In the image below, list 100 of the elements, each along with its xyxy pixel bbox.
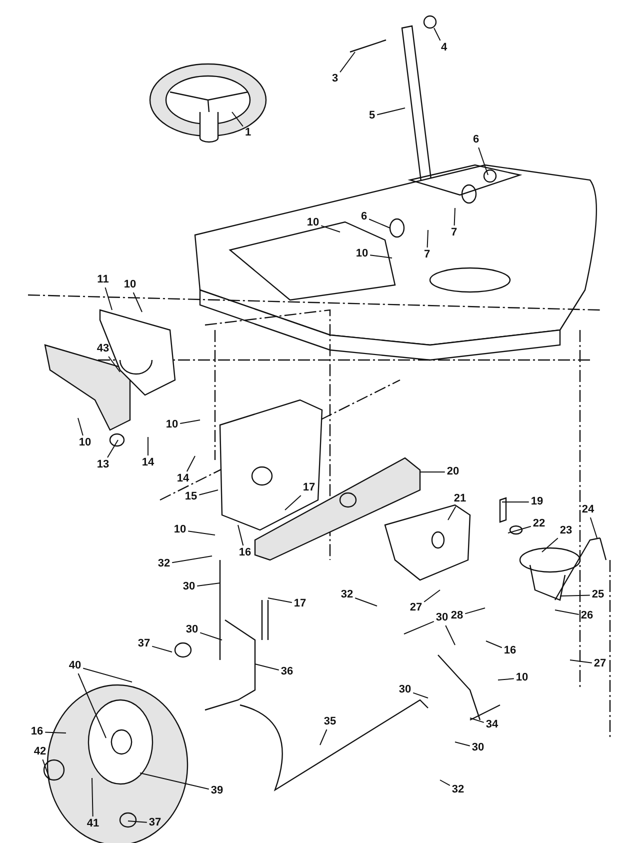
leader-line <box>128 820 148 823</box>
leader-line <box>107 440 118 458</box>
callout-number: 36 <box>280 666 294 678</box>
leader-line <box>448 506 456 520</box>
callout-number: 24 <box>580 504 596 516</box>
leader-line <box>440 780 450 786</box>
leader-line <box>42 759 50 780</box>
leader-line <box>508 526 532 534</box>
callout-number: 7 <box>422 248 432 262</box>
callout-number: 25 <box>590 588 606 602</box>
callout-number: 16 <box>502 644 518 658</box>
callout-number: 37 <box>148 816 162 830</box>
leader-line <box>590 517 598 538</box>
leader-line <box>198 490 218 496</box>
callout-number: 28 <box>450 610 464 622</box>
leader-line <box>180 420 200 424</box>
leader-line <box>254 664 280 670</box>
leader-line <box>368 218 390 228</box>
callout-number: 10 <box>172 524 188 536</box>
callout-number: 10 <box>306 216 320 230</box>
leader-line <box>412 692 428 698</box>
callout-number: 32 <box>156 558 172 570</box>
leader-line <box>200 632 222 640</box>
callout-number: 17 <box>292 598 308 610</box>
callout-number: 26 <box>580 610 594 622</box>
callout-number: 30 <box>470 742 486 754</box>
callout-number: 23 <box>558 524 574 538</box>
callout-number: 14 <box>176 472 190 486</box>
callout-number: 7 <box>450 226 458 240</box>
leader-line <box>196 582 220 586</box>
callout-number: 10 <box>78 436 92 450</box>
callout-number: 4 <box>440 42 448 54</box>
callout-number: 27 <box>592 658 608 670</box>
leader-line <box>78 673 106 738</box>
leader-line <box>92 778 94 817</box>
leader-line <box>498 678 514 680</box>
leader-line <box>188 530 216 536</box>
callout-number: 32 <box>450 784 466 796</box>
callout-number: 20 <box>446 466 460 478</box>
callout-number: 14 <box>140 456 156 470</box>
leader-line <box>376 108 406 116</box>
callout-number: 32 <box>340 588 354 602</box>
callout-number: 30 <box>398 684 412 696</box>
callout-number: 10 <box>164 418 180 432</box>
callout-number: 16 <box>238 546 252 560</box>
leader-line <box>320 729 328 746</box>
leader-line <box>340 52 356 73</box>
leader-line <box>434 28 441 41</box>
leader-line <box>486 640 502 648</box>
leader-line <box>454 208 456 226</box>
leader-line <box>370 254 392 258</box>
leader-line <box>445 625 456 646</box>
callout-number: 10 <box>122 278 138 292</box>
callout-number: 30 <box>182 580 196 594</box>
callout-number: 5 <box>368 110 376 122</box>
callout-number: 1 <box>244 126 252 140</box>
leader-line <box>284 494 302 510</box>
callout-number: 27 <box>408 602 424 614</box>
leader-line <box>426 230 428 248</box>
leader-line <box>320 225 340 232</box>
callout-number: 39 <box>210 784 224 798</box>
leader-line <box>132 292 142 312</box>
callout-number: 13 <box>96 458 110 472</box>
leader-line <box>152 646 172 652</box>
leader-line <box>464 608 486 614</box>
callout-number: 41 <box>86 818 100 830</box>
callout-number: 11 <box>96 274 110 286</box>
leader-line <box>140 772 210 790</box>
callout-number: 40 <box>68 660 82 672</box>
leader-line <box>82 668 132 682</box>
callout-number: 17 <box>302 482 316 494</box>
callout-number: 30 <box>184 624 200 636</box>
leader-line <box>238 524 244 546</box>
leader-line <box>232 112 244 127</box>
callout-number: 3 <box>330 72 340 86</box>
leader-line <box>354 597 378 606</box>
callout-number: 42 <box>32 746 48 758</box>
callout-number: 22 <box>532 518 546 530</box>
leader-line <box>542 538 558 552</box>
leader-line <box>554 610 580 615</box>
callout-number: 35 <box>322 716 338 728</box>
leader-line <box>104 287 112 310</box>
callout-number: 15 <box>184 490 198 504</box>
leader-line <box>454 742 470 746</box>
callout-number: 16 <box>30 726 44 738</box>
leader-line <box>570 660 592 664</box>
callout-number: 21 <box>452 492 468 506</box>
leader-line <box>470 718 484 723</box>
leader-line <box>424 590 440 602</box>
callout-number: 30 <box>434 612 450 624</box>
leader-line <box>478 147 488 176</box>
leader-line <box>404 620 434 634</box>
leader-line <box>44 732 66 734</box>
leader-line <box>560 594 590 596</box>
leader-line <box>268 598 292 603</box>
callout-number: 34 <box>484 718 500 732</box>
leader-line <box>172 556 212 564</box>
callout-number: 10 <box>514 672 530 684</box>
callout-number: 10 <box>354 248 370 260</box>
leader-line <box>186 456 196 472</box>
